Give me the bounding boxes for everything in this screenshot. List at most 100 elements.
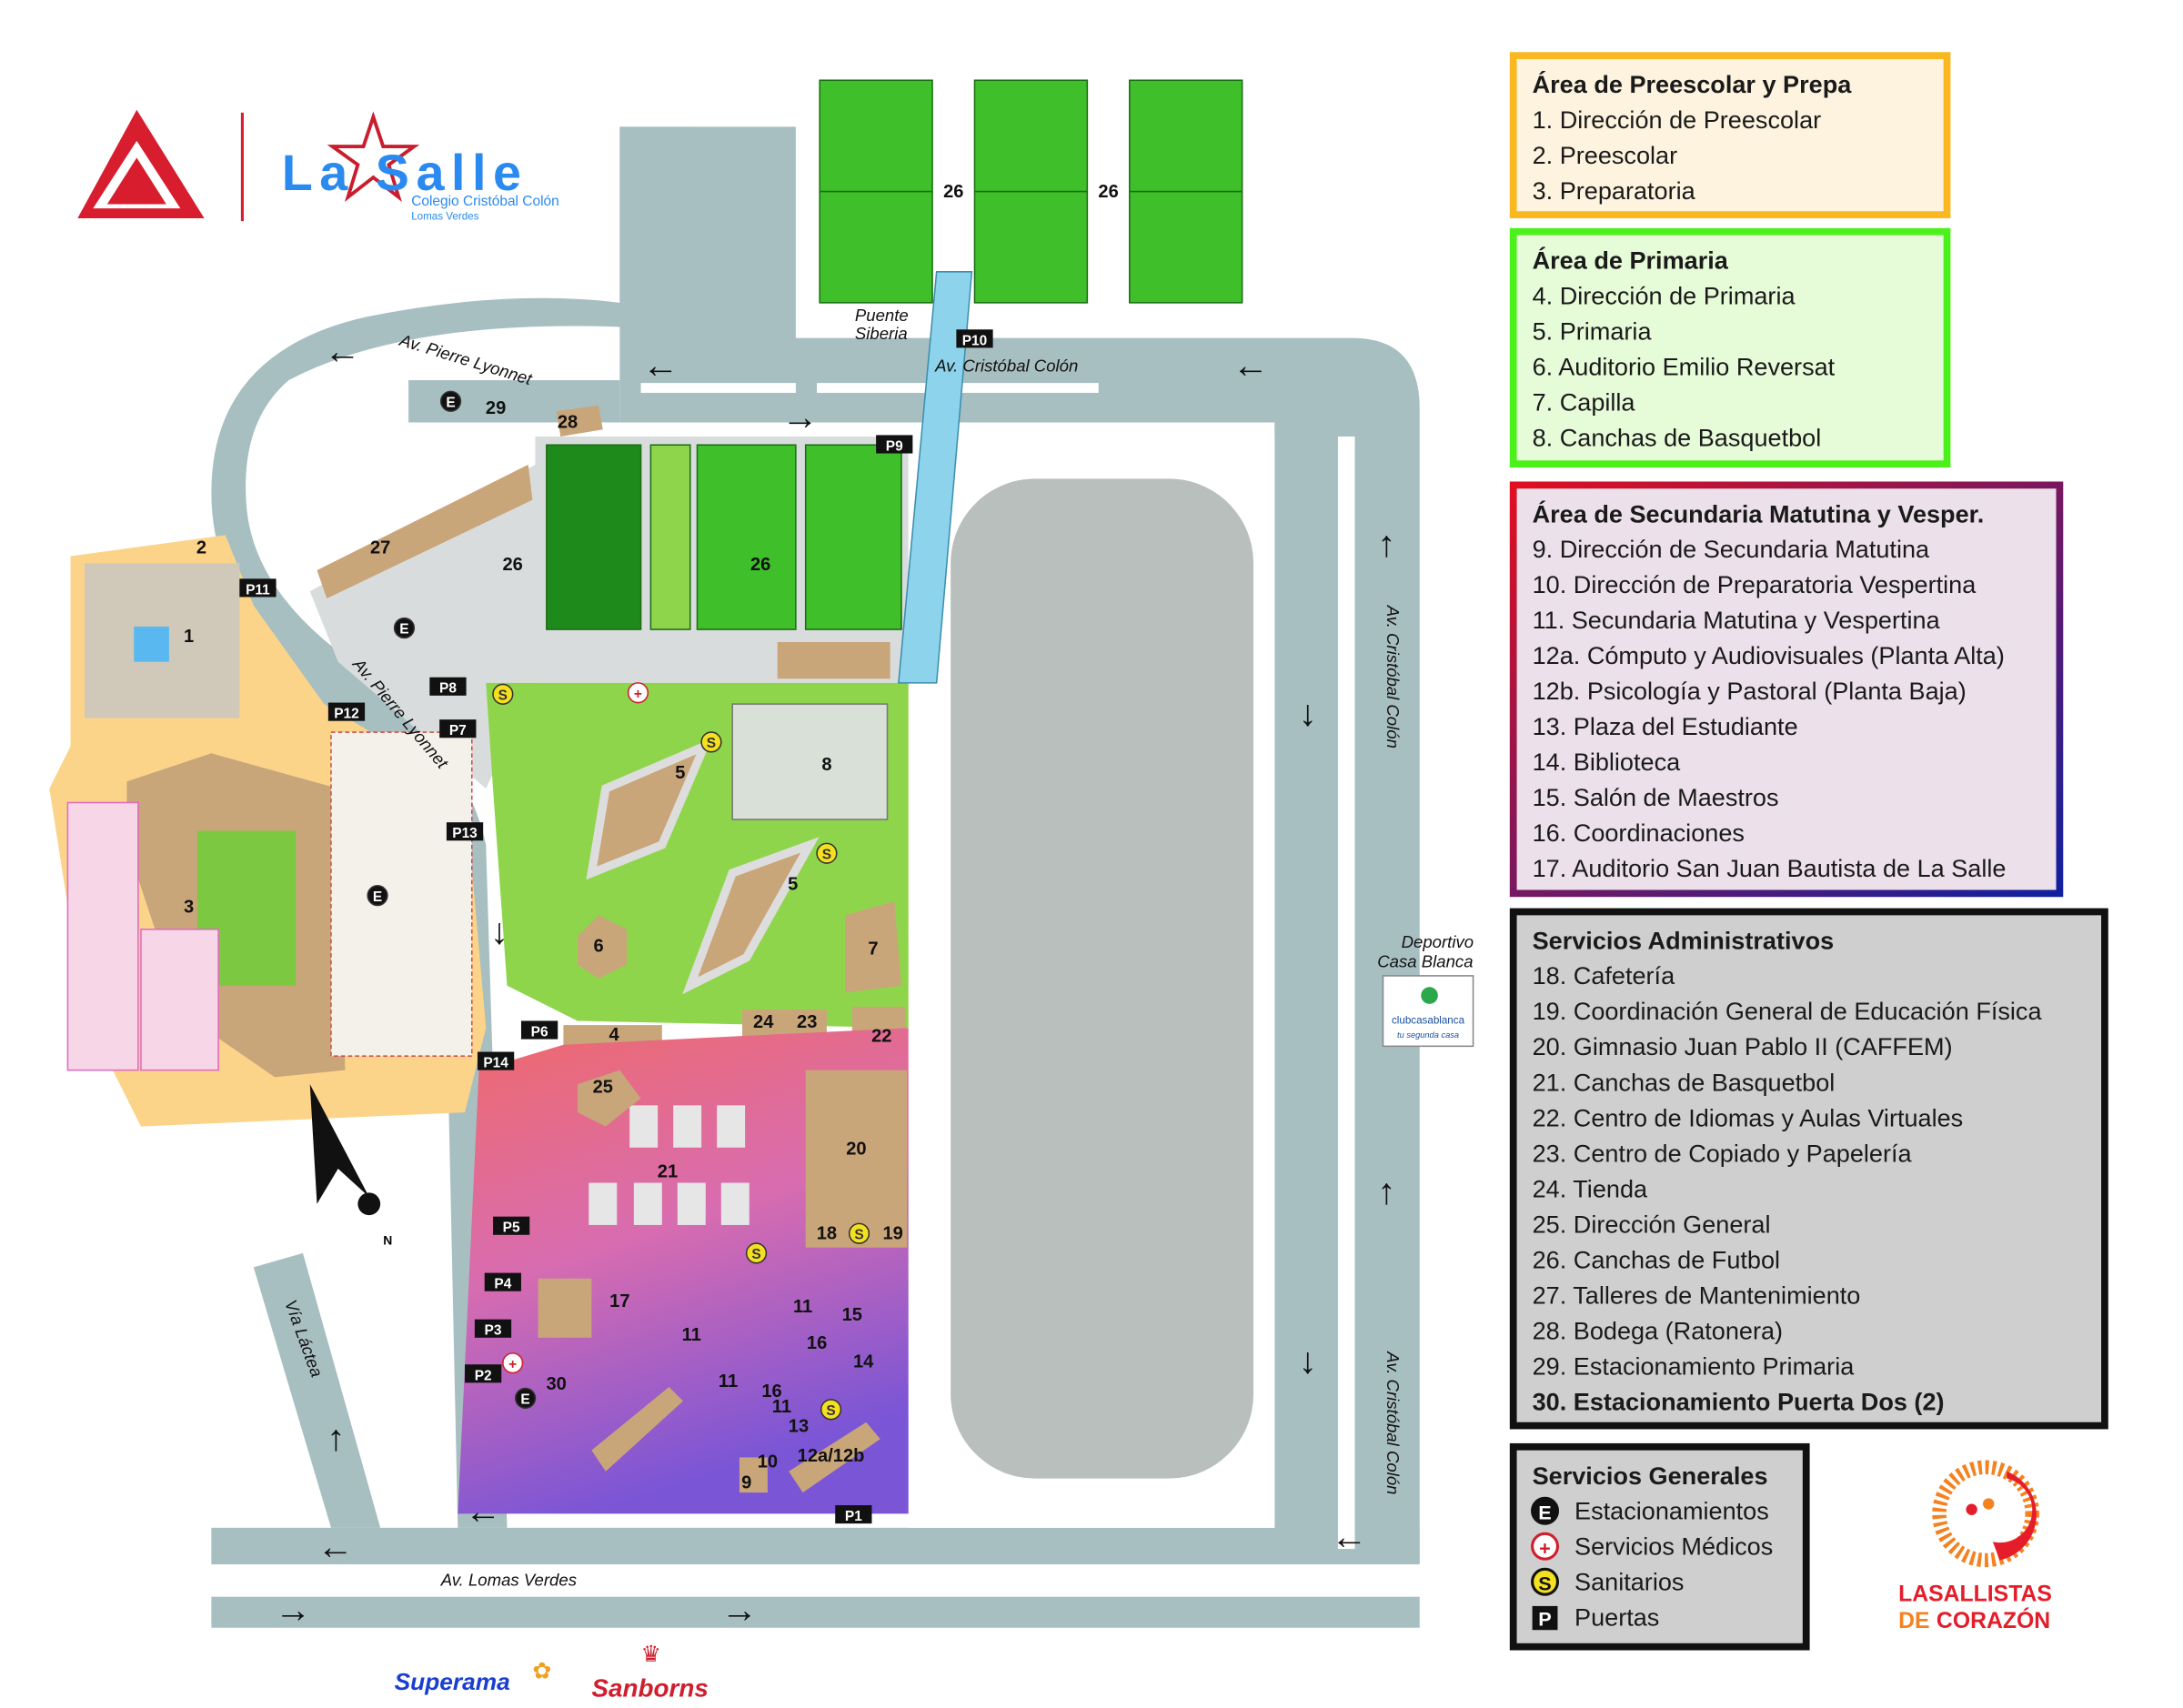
map-label: 9	[741, 1472, 751, 1492]
legend-item: 23. Centro de Copiado y Papelería	[1533, 1139, 1913, 1167]
map-label: 5	[675, 763, 685, 783]
gate-marker-p6: P6	[520, 1020, 558, 1040]
gate-label: P5	[503, 1221, 520, 1236]
gate-label: P12	[334, 707, 359, 722]
map-label: 11	[682, 1325, 701, 1345]
legend-item: 6. Auditorio Emilio Reversat	[1533, 352, 1836, 380]
map-label: 16	[761, 1381, 781, 1402]
running-track	[951, 478, 1254, 1479]
map-label: 27	[370, 538, 390, 558]
legend-item: 18. Cafetería	[1533, 961, 1675, 990]
legend-item: 12a. Cómputo y Audiovisuales (Planta Alt…	[1533, 641, 2005, 669]
legend-item: 7. Capilla	[1533, 387, 1636, 416]
arrow-left-icon: ←	[317, 1526, 353, 1567]
building-6	[577, 915, 628, 980]
legend-item: 16. Coordinaciones	[1533, 819, 1745, 847]
map-label: 23	[797, 1012, 817, 1032]
traffic-arrows: ← ← → ← ↑ ↓ ↑ ↓ ← ← ← → → ↓ ↑	[275, 330, 1395, 1630]
map-label: 19	[883, 1223, 903, 1243]
star-icon	[327, 111, 420, 203]
medical-icon: +	[627, 682, 649, 704]
gate-label: P9	[886, 438, 903, 454]
parking-icon: E	[439, 390, 462, 412]
arrow-right-icon: →	[275, 1590, 311, 1631]
svg-text:S: S	[822, 847, 831, 862]
legend-item: 30. Estacionamiento Puerta Dos (2)	[1533, 1387, 1945, 1415]
map-label: 26	[502, 555, 522, 575]
basketball-courts-21	[589, 1105, 749, 1225]
map-label: 13	[789, 1417, 809, 1437]
gate-marker-p7: P7	[439, 719, 477, 738]
legend-item: 13. Plaza del Estudiante	[1533, 712, 1798, 740]
road-divider	[1337, 436, 1355, 1550]
map-label: 16	[807, 1333, 827, 1353]
map-label: 22	[871, 1027, 891, 1047]
building-7	[845, 900, 901, 993]
legend-item: 1. Dirección de Preescolar	[1533, 105, 1822, 134]
legend-title: Área de Primaria	[1533, 246, 1729, 275]
restroom-icon: S	[848, 1222, 870, 1244]
legend-item: 3. Preparatoria	[1533, 176, 1696, 205]
label-deportivo: Deportivo	[1402, 932, 1474, 951]
svg-text:E: E	[446, 395, 455, 410]
building-11	[591, 1387, 684, 1472]
map-label: 29	[486, 398, 506, 418]
arrow-up-icon: ↑	[1377, 524, 1395, 565]
gate-label: P3	[485, 1323, 502, 1339]
map-label: 4	[609, 1025, 620, 1045]
lasallistas-de-corazon-logo	[1932, 1460, 2039, 1568]
svg-text:S: S	[707, 736, 716, 751]
svg-text:+: +	[634, 687, 642, 702]
parking-icon: E	[515, 1387, 537, 1410]
restroom-icon: S	[820, 1399, 842, 1421]
gate-marker-p4: P4	[484, 1272, 521, 1292]
restroom-icon: S	[1531, 1567, 1560, 1596]
map-label: 10	[758, 1452, 778, 1472]
gate-marker-p1: P1	[835, 1505, 872, 1524]
gate-marker-p5: P5	[493, 1216, 530, 1236]
map-label: 30	[546, 1374, 566, 1394]
map-label: 14	[853, 1351, 874, 1371]
gate-label: P8	[439, 681, 457, 697]
soccer-fields-middle	[546, 444, 902, 630]
gate-marker-p10: P10	[956, 329, 993, 348]
legend-item: 4. Dirección de Primaria	[1533, 281, 1796, 309]
svg-text:+: +	[1539, 1537, 1551, 1560]
legend-item: Sanitarios	[1574, 1568, 1684, 1596]
lasalle-logo-text: La Salle	[282, 145, 521, 201]
legend-item: Servicios Médicos	[1574, 1532, 1773, 1561]
map-label: 11	[719, 1371, 738, 1392]
lasalle-subtitle: Colegio Cristóbal Colón	[411, 194, 559, 209]
gate-label: P4	[494, 1277, 511, 1292]
road-label-cristobal-colon: Av. Cristóbal Colón	[1383, 1351, 1403, 1494]
gate-marker-p12: P12	[327, 702, 366, 722]
gate-label: P1	[845, 1509, 862, 1524]
map-label: 21	[658, 1161, 678, 1181]
legend-title: Servicios Generales	[1533, 1462, 1768, 1490]
legend-item: 21. Canchas de Basquetbol	[1533, 1068, 1836, 1096]
gate-marker-p13: P13	[446, 822, 484, 841]
legend-item: 5. Primaria	[1533, 316, 1653, 345]
map-label: 7	[868, 939, 878, 959]
building-28	[556, 405, 603, 437]
building-12	[789, 1422, 880, 1493]
gate-label: P7	[449, 723, 467, 738]
map-label: 28	[558, 413, 578, 433]
restroom-icon: S	[816, 842, 838, 864]
medical-icon: +	[1531, 1532, 1560, 1561]
svg-text:P: P	[1538, 1608, 1551, 1631]
map-label: 24	[753, 1012, 774, 1032]
legend-item: 27. Talleres de Mantenimiento	[1533, 1281, 1861, 1309]
arrow-left-icon: ←	[642, 345, 679, 386]
arrow-right-icon: →	[721, 1590, 758, 1631]
legend-item: Estacionamientos	[1574, 1497, 1769, 1525]
court	[140, 929, 219, 1071]
gate-marker-p11: P11	[239, 578, 277, 598]
legend-item: 2. Preescolar	[1533, 141, 1678, 169]
map-label: 26	[1098, 182, 1118, 202]
parking-icon: E	[367, 885, 388, 907]
north-label: N	[383, 1233, 392, 1248]
